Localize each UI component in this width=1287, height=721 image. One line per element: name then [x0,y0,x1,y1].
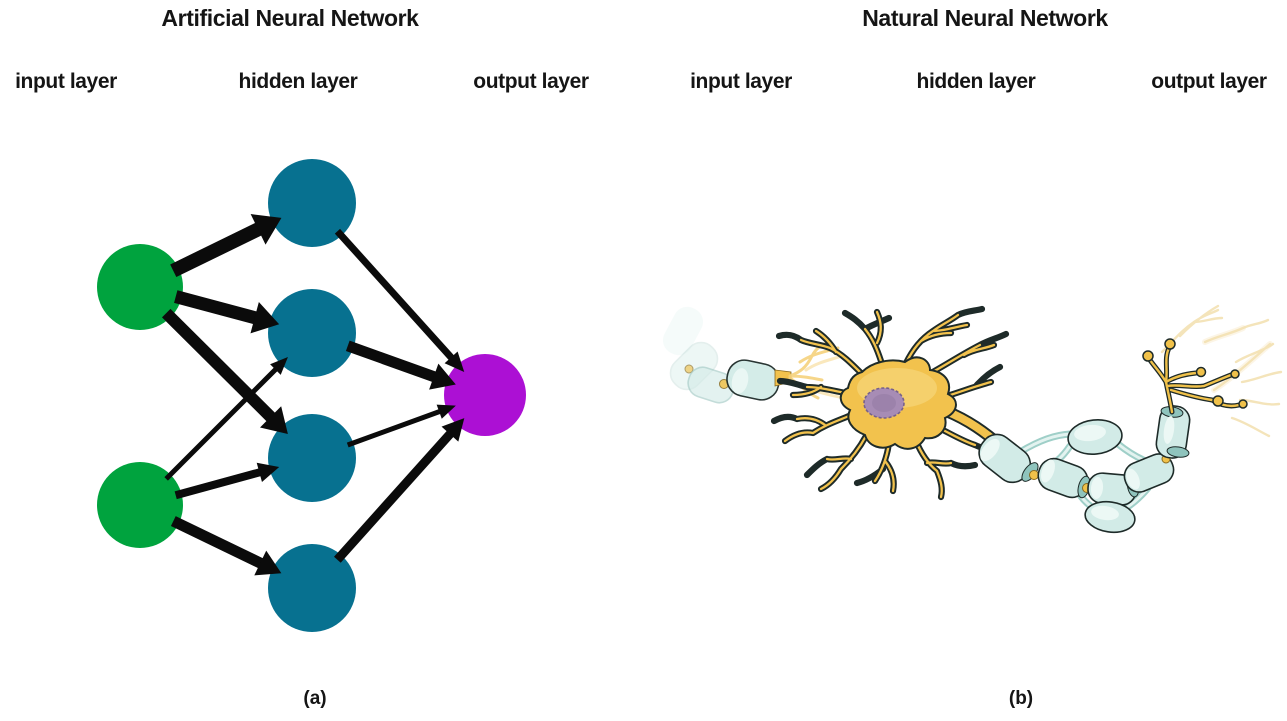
ann-node-input-i2 [97,462,183,548]
ann-node-input-i1 [97,244,183,330]
panel-a-caption: (a) [303,688,327,709]
ann-node-output-o1 [444,354,526,436]
ann-arrowhead-i2-h3 [256,462,280,483]
ann-edge-i1-h3 [162,308,277,423]
panel-a-output-layer-label: output layer [473,70,589,93]
myelin-sheath [978,405,1191,534]
ann-edge-h3-o1 [346,408,442,448]
terminal-bulb [1164,338,1176,350]
next-neuron-faded-dendrites [1160,304,1283,438]
ann-arrowhead-h3-o1 [436,404,456,419]
ann-arrowhead-i1-h2 [250,301,280,334]
terminal-bulb [1142,350,1154,362]
panel-a-hidden-layer-label: hidden layer [238,70,358,93]
terminal-bulb [1195,366,1207,378]
ann-node-hidden-h3 [268,414,356,502]
panel-b-hidden-layer-label: hidden layer [916,70,1036,93]
ann-arrowhead-h1-o1 [444,351,465,372]
panel-a-input-layer-label: input layer [15,70,117,93]
ann-edge-i2-h2 [164,366,279,481]
panel-a-title: Artificial Neural Network [161,5,419,31]
panel-b-input-layer-label: input layer [690,70,792,93]
terminal-bulb [1212,395,1224,407]
incoming-axon-ghost [662,306,792,404]
ann-edge-h4-o1 [334,429,455,563]
ann-edge-i2-h3 [174,468,263,500]
ann-node-hidden-h4 [268,544,356,632]
ann-edge-i1-h1 [170,222,263,278]
ann-edge-h2-o1 [345,340,438,383]
terminal-bulb [1238,399,1248,409]
dendrites [770,305,1010,501]
ann-arrowhead-i2-h4 [254,550,282,576]
ann-arrowhead-i2-h2 [270,357,288,375]
ann-arrowhead-i1-h1 [250,214,282,245]
axon-terminals [1142,338,1248,415]
ann-arrowhead-h4-o1 [441,418,465,442]
ann-edge-h1-o1 [334,228,456,362]
ann-node-hidden-h1 [268,159,356,247]
neuron-illustration [662,304,1283,534]
ann-edge-i2-h4 [170,516,265,569]
ann-graph [97,159,526,632]
soma [839,356,957,450]
ann-node-hidden-h2 [268,289,356,377]
terminal-bulb [1230,369,1240,379]
panel-b-title: Natural Neural Network [862,5,1108,31]
ann-edge-i1-h2 [174,290,259,325]
panel-b-caption: (b) [1008,688,1034,709]
panel-b-output-layer-label: output layer [1151,70,1267,93]
ann-arrowhead-i1-h3 [260,406,288,435]
ann-arrowhead-h2-o1 [429,363,456,390]
